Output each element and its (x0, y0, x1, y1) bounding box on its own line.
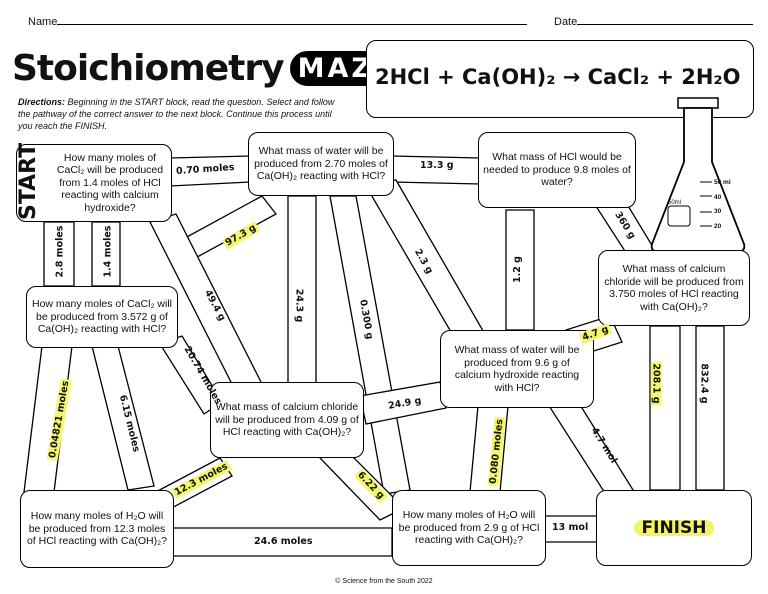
answer-243[interactable]: 24.3 g (293, 288, 305, 323)
answer-13[interactable]: 13 mol (552, 522, 589, 533)
block-question: What mass of calcium chloride will be pr… (215, 401, 359, 439)
block-h2o-29: How many moles of H₂O will be produced f… (392, 490, 546, 566)
block-cacl2-3750: What mass of calcium chloride will be pr… (598, 250, 750, 326)
name-label: Name (28, 16, 58, 28)
block-question: What mass of water will be produced from… (254, 145, 388, 183)
date-label: Date (554, 16, 578, 28)
name-field[interactable]: Name (28, 14, 528, 28)
block-water-270: What mass of water will be produced from… (248, 132, 394, 196)
flask-marks: 50 ml 40 30 20 (714, 176, 731, 234)
block-hcl-98: What mass of HCl would be needed to prod… (478, 132, 636, 208)
flask-mark: 50 ml (714, 179, 731, 186)
answer-2081[interactable]: 208.1 g (650, 361, 662, 406)
answer-12[interactable]: 1.2 g (511, 256, 523, 283)
footer-credit: © Science from the South 2022 (335, 578, 433, 585)
path-249 (359, 381, 447, 425)
directions: Directions: Beginning in the START block… (18, 96, 348, 132)
equation-box: 2HCl + Ca(OH)₂ → CaCl₂ + 2H₂O (366, 40, 754, 118)
block-cacl2-3572: How many moles of CaCl₂ will be produced… (26, 286, 178, 348)
block-question: What mass of water will be produced from… (454, 344, 580, 394)
equation-text: 2HCl + Ca(OH)₂ → CaCl₂ + 2H₂O (375, 65, 741, 89)
start-label: START (16, 142, 41, 220)
directions-text: Beginning in the START block, read the q… (18, 97, 335, 131)
block-finish: FINISH (596, 490, 752, 566)
finish-label: FINISH (633, 520, 715, 537)
block-question: How many moles of CaCl₂ will be produced… (31, 298, 173, 336)
flask-label-box (667, 205, 691, 227)
directions-label: Directions: (18, 97, 66, 107)
answer-14[interactable]: 1.4 moles (102, 225, 114, 278)
flask-rim (677, 97, 719, 109)
answer-28[interactable]: 2.8 moles (54, 225, 66, 278)
answer-8324[interactable]: 832.4 g (698, 363, 710, 404)
block-question: What mass of HCl would be needed to prod… (483, 151, 631, 189)
block-cacl2-409: What mass of calcium chloride will be pr… (210, 382, 364, 458)
block-start: How many moles of CaCl₂ will be produced… (16, 144, 172, 222)
answer-246[interactable]: 24.6 moles (254, 536, 313, 547)
path-2081 (649, 325, 681, 491)
date-field[interactable]: Date (554, 14, 754, 28)
flask-mark: 40 (714, 193, 722, 201)
block-start-question: How many moles of CaCl₂ will be produced… (56, 151, 164, 214)
block-water-96: What mass of water will be produced from… (440, 330, 594, 408)
block-h2o-123: How many moles of H₂O will be produced f… (20, 490, 174, 568)
flask-beaker-mark: 50ml (668, 200, 682, 206)
flask-icon (650, 97, 746, 253)
path-47mol (542, 391, 640, 505)
block-question: How many moles of H₂O will be produced f… (26, 510, 168, 548)
title-main: Stoichiometry (12, 48, 285, 89)
path-8324 (695, 325, 725, 491)
flask-mark: 30 (714, 208, 722, 215)
block-question: How many moles of H₂O will be produced f… (398, 509, 540, 547)
block-question: What mass of calcium chloride will be pr… (604, 263, 744, 313)
answer-133[interactable]: 13.3 g (420, 160, 454, 171)
flask-mark: 20 (714, 222, 722, 230)
